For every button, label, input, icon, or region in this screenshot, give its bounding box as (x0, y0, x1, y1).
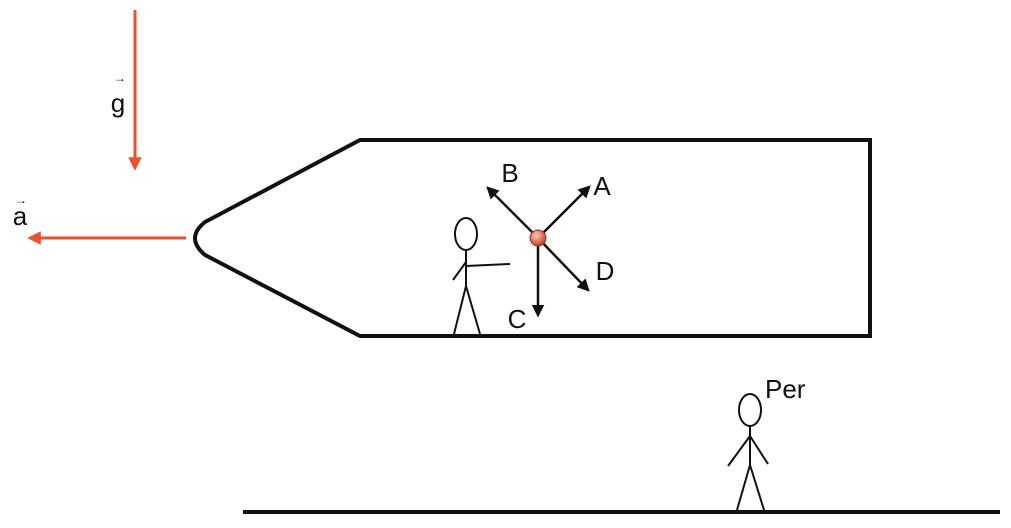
arrow-d-label: D (596, 256, 615, 286)
gravity-vector: g → (106, 10, 142, 171)
passenger-figure (452, 217, 511, 335)
ground-observer-figure (727, 393, 769, 511)
rocket-body (193, 138, 872, 338)
ball (529, 229, 547, 247)
gravity-vector-arrow-icon: → (114, 71, 126, 85)
arrow-a (537, 185, 591, 239)
observer-label: Per (765, 374, 806, 404)
arrow-d (537, 237, 590, 292)
arrow-c-label: C (508, 304, 527, 334)
acceleration-vector: a → (13, 193, 186, 245)
arrow-b (486, 186, 539, 239)
arrow-b-label: B (501, 158, 518, 188)
acceleration-vector-arrow-icon: → (15, 193, 27, 207)
gravity-label: g (111, 88, 125, 118)
direction-arrows (486, 185, 591, 318)
acceleration-label: a (13, 201, 28, 231)
arrow-a-label: A (593, 171, 611, 201)
